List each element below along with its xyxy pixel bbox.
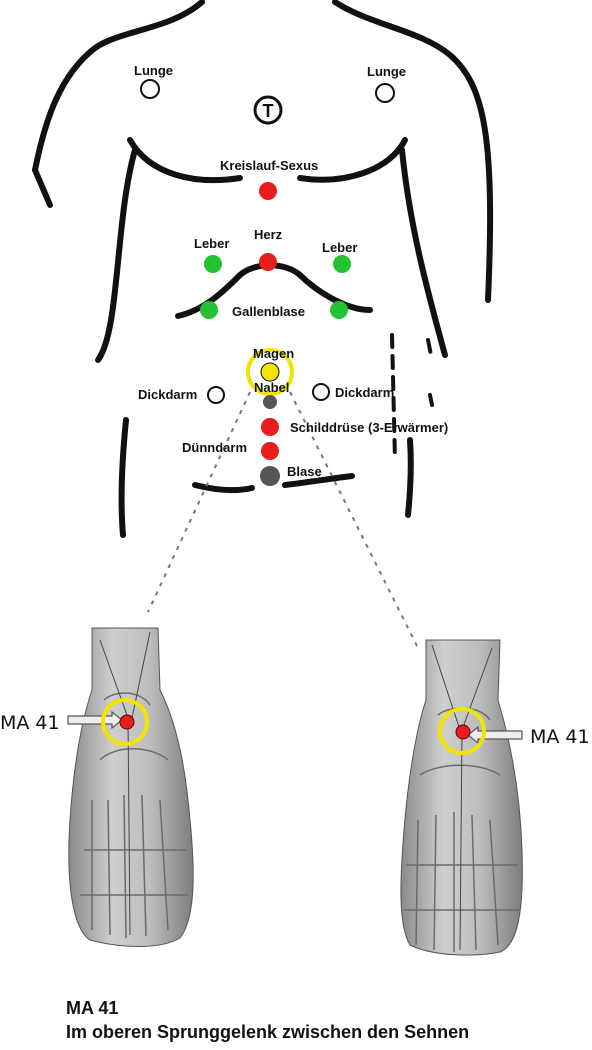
label-ma41-left: MA 41 bbox=[0, 712, 60, 734]
connector-lines bbox=[147, 391, 419, 649]
foot-right-illustration bbox=[400, 639, 523, 956]
label-gallenblase: Gallenblase bbox=[232, 304, 305, 319]
label-schilddruese: Schilddrüse (3-Erwärmer) bbox=[290, 420, 448, 435]
t-symbol-letter: T bbox=[263, 101, 274, 121]
point-duenndarm bbox=[261, 442, 279, 460]
point-blase bbox=[260, 466, 280, 486]
highlight-ring-ma41-left bbox=[101, 698, 149, 746]
label-leber-right: Leber bbox=[322, 240, 357, 255]
label-duenndarm: Dünndarm bbox=[182, 440, 247, 455]
point-leber-left bbox=[204, 255, 222, 273]
point-schilddruese bbox=[261, 418, 279, 436]
caption-description: Im oberen Sprunggelenk zwischen den Sehn… bbox=[66, 1022, 470, 1042]
label-lunge-right: Lunge bbox=[367, 64, 406, 79]
point-lunge-right bbox=[375, 83, 395, 103]
point-dickdarm-right bbox=[312, 383, 330, 401]
point-gallenblase-right bbox=[330, 301, 348, 319]
arrow-left bbox=[67, 710, 123, 730]
point-nabel bbox=[263, 395, 277, 409]
point-leber-right bbox=[333, 255, 351, 273]
label-blase: Blase bbox=[287, 464, 322, 479]
point-ma41-right bbox=[455, 724, 471, 740]
label-magen: Magen bbox=[253, 346, 294, 361]
point-ma41-left bbox=[119, 714, 135, 730]
point-lunge-left bbox=[140, 79, 160, 99]
point-gallenblase-left bbox=[200, 301, 218, 319]
caption-title: MA 41 bbox=[66, 998, 119, 1018]
point-kreislauf-sexus bbox=[259, 182, 277, 200]
label-kreislauf-sexus: Kreislauf-Sexus bbox=[220, 158, 318, 173]
label-ma41-right: MA 41 bbox=[530, 726, 590, 748]
point-magen bbox=[260, 362, 280, 382]
label-leber-left: Leber bbox=[194, 236, 229, 251]
t-symbol-icon bbox=[253, 95, 283, 125]
highlight-ring-ma41-right bbox=[438, 707, 486, 755]
caption: MA 41 Im oberen Sprunggelenk zwischen de… bbox=[66, 996, 469, 1044]
highlight-ring-magen bbox=[246, 348, 294, 396]
torso-dash-lines bbox=[390, 333, 434, 462]
point-dickdarm-left bbox=[207, 386, 225, 404]
label-nabel: Nabel bbox=[254, 380, 289, 395]
label-dickdarm-left: Dickdarm bbox=[138, 387, 197, 402]
label-herz: Herz bbox=[254, 227, 283, 242]
label-lunge-left: Lunge bbox=[134, 63, 173, 78]
point-herz bbox=[259, 253, 277, 271]
label-dickdarm-right: Dickdarm bbox=[335, 385, 394, 400]
torso-outline bbox=[32, 0, 494, 538]
foot-left-illustration bbox=[68, 627, 194, 947]
